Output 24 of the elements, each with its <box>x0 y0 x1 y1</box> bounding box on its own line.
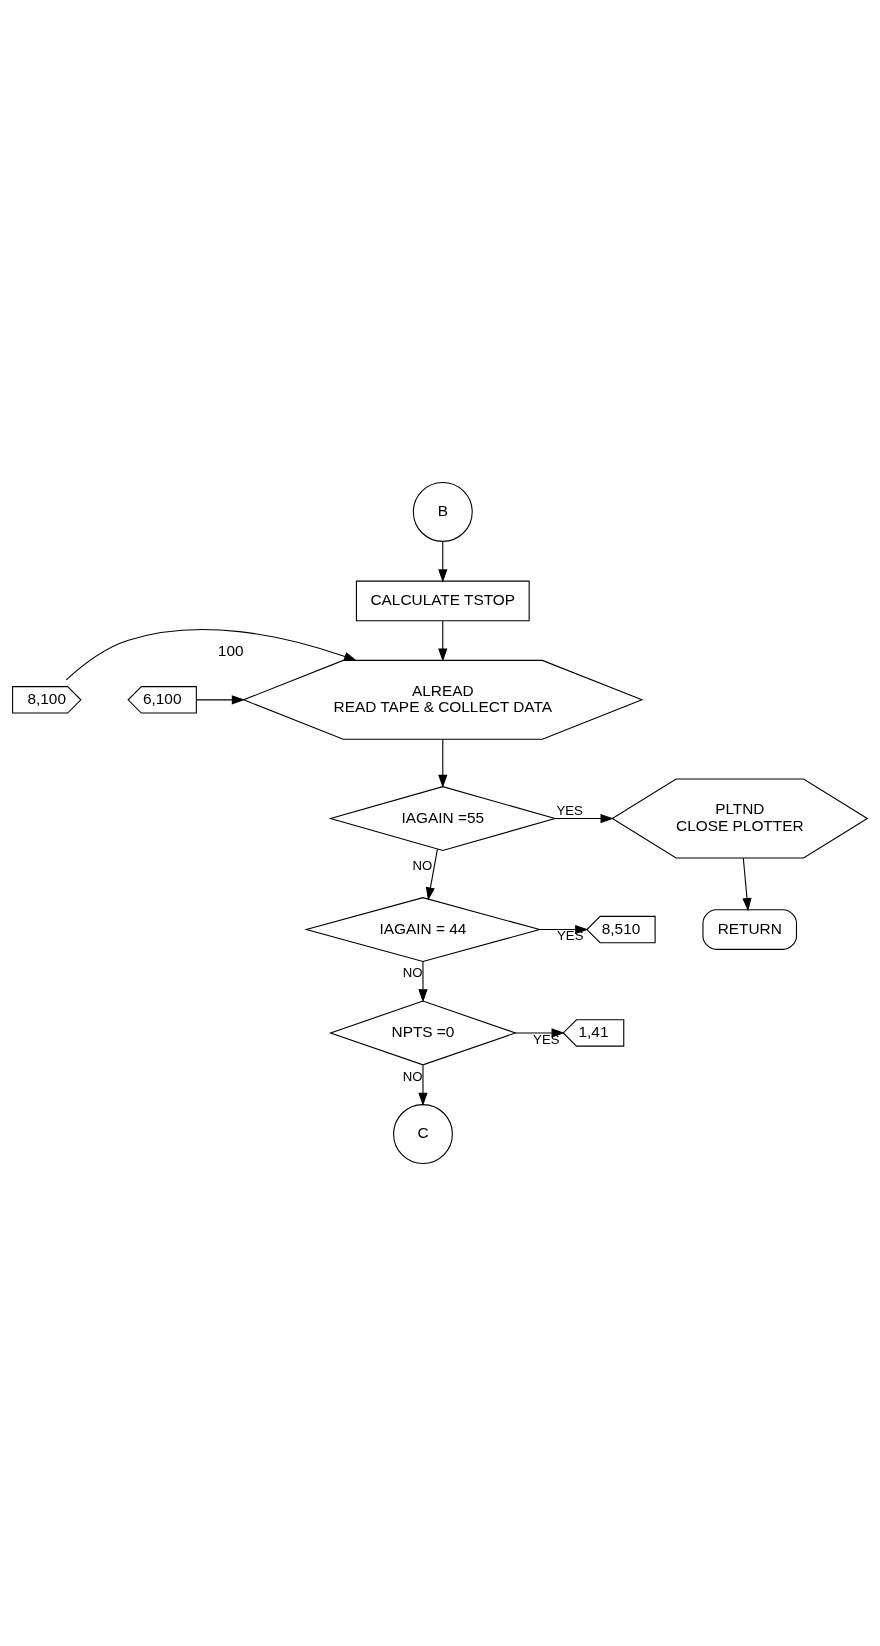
edge-label: NO <box>402 965 423 981</box>
arrow <box>425 848 438 901</box>
arrow <box>418 1064 428 1106</box>
node-diamond: NPTS =0 <box>328 1000 518 1066</box>
edge-label: NO <box>402 1069 423 1085</box>
edge-label: NO <box>412 858 433 874</box>
node-diamond: IAGAIN = 44 <box>304 897 542 963</box>
node-box: CALCULATE TSTOP <box>355 580 530 622</box>
edge-label: YES <box>533 1031 560 1047</box>
arrow <box>515 1028 565 1038</box>
node-circle: B <box>412 482 473 542</box>
arrow <box>742 857 752 912</box>
arrow <box>65 628 358 681</box>
node-label: 100 <box>217 642 244 660</box>
arrow <box>438 620 448 662</box>
edge-label: YES <box>556 802 583 818</box>
arrow <box>418 961 428 1003</box>
node-box: RETURN <box>702 909 798 950</box>
arrow <box>438 738 448 789</box>
node-circle: C <box>393 1104 453 1164</box>
arrow <box>196 695 246 705</box>
node-diamond: IAGAIN =55 <box>328 786 557 851</box>
arrow <box>438 541 448 583</box>
arrow <box>554 813 614 824</box>
